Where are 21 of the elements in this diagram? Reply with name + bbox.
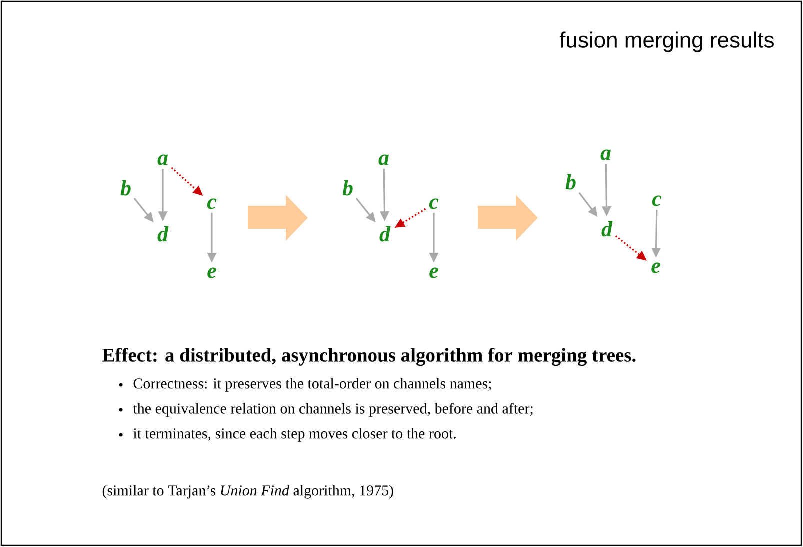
- node-letter: e: [430, 268, 438, 278]
- node-letter: c: [652, 196, 662, 206]
- node-letter: c: [207, 198, 217, 210]
- bullet-text: Correctness: it preserves the total-order on channels names;: [134, 378, 492, 392]
- node-letter: d: [158, 226, 169, 242]
- node-letter: c: [429, 198, 439, 210]
- node-letter: b: [566, 174, 576, 190]
- node-letter: d: [602, 221, 613, 237]
- note: (similar to Tarjan’s Union Find algorithm, 1975): [102, 485, 394, 499]
- node-letter: e: [652, 262, 660, 274]
- node-letter: a: [158, 154, 168, 166]
- node-letter: e: [208, 268, 216, 278]
- node-letter: b: [342, 180, 353, 196]
- bullet-text: the equivalence relation on channels is preserved, before and after;: [133, 403, 533, 417]
- node-letter: b: [120, 180, 131, 196]
- slide-title: fusion merging results: [560, 32, 774, 52]
- bullet-text: it terminates, since each step moves closer to the root.: [134, 428, 456, 442]
- heading: Effect: a distributed, asynchronous algorithm for merging trees.: [102, 348, 636, 366]
- node-letter: a: [378, 154, 389, 166]
- node-letter: d: [380, 226, 391, 242]
- node-letter: a: [600, 150, 611, 160]
